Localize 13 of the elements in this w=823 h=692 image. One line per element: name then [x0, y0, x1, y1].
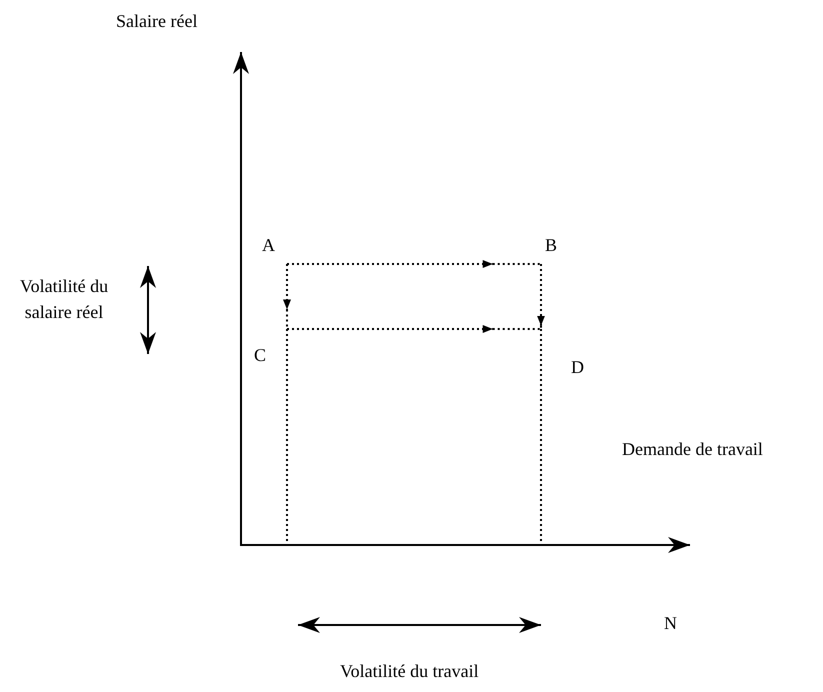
axis-label: N — [664, 612, 677, 635]
annotation: Demande de travail — [622, 438, 763, 461]
arrow — [287, 260, 493, 268]
annotation: Volatilité du salaire réel — [18, 275, 110, 324]
arrow — [287, 325, 493, 333]
annotation: Volatilité du travail — [340, 660, 479, 683]
point-label: C — [254, 346, 266, 364]
point-label: B — [544, 236, 557, 254]
point-label: A — [262, 236, 275, 254]
point-label: D — [571, 358, 584, 376]
axis-label: Salaire réel — [116, 10, 198, 33]
arrow — [537, 264, 545, 326]
arrow — [283, 264, 291, 310]
